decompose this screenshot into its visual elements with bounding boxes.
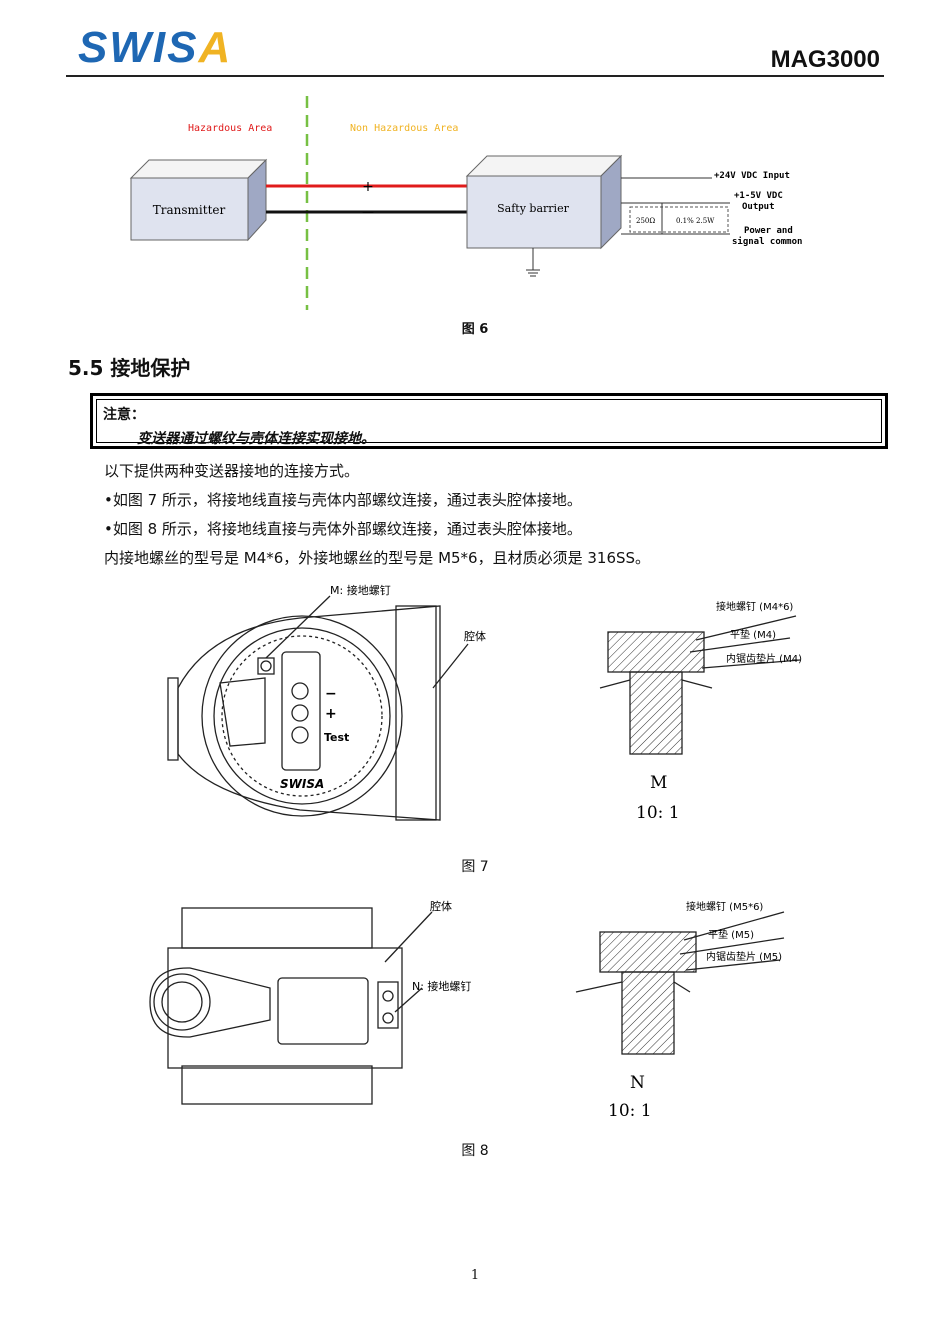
common-label-1: Power and (744, 226, 793, 236)
paragraph-screws: 内接地螺丝的型号是 M4*6，外接地螺丝的型号是 M5*6，且材质必须是 316… (104, 549, 651, 567)
bottom-flange (181, 1065, 373, 1105)
test-label: Test (324, 731, 349, 744)
figure-6-caption: 图 6 (461, 322, 489, 337)
plus-label: + (325, 706, 337, 722)
figure-7-housing-drawing: M: 接地螺钉 腔体 − + Test SWISA (167, 584, 486, 821)
model-title: MAG3000 (770, 46, 880, 73)
screw-callout: 接地螺钉 (M4*6) (716, 600, 793, 613)
scale-label: 10: 1 (608, 1101, 652, 1121)
common-label-2: signal common (732, 236, 802, 247)
ground-symbol (526, 269, 540, 277)
resistor-value: 250Ω (636, 217, 655, 225)
cover-outer-ring (201, 615, 403, 817)
n-callout: N: 接地螺钉 (412, 980, 471, 993)
input-label: +24V VDC Input (714, 171, 790, 181)
hazardous-area-label: Hazardous Area (188, 123, 272, 134)
top-flange (181, 907, 373, 949)
swisa-logo: SWISA (78, 23, 233, 72)
cavity-body (167, 947, 403, 1069)
washer-callout: 平垫 (M4) (730, 628, 776, 641)
paragraph-intro: 以下提供两种变送器接地的连接方式。 (104, 462, 360, 480)
m-callout: M: 接地螺钉 (330, 584, 391, 597)
screw-head (599, 931, 697, 973)
button-minus (291, 682, 309, 700)
non-hazardous-area-label: Non Hazardous Area (350, 123, 458, 134)
brand-label: SWISA (280, 777, 324, 791)
screw-shank (629, 671, 683, 755)
ground-screw-n (377, 981, 399, 1029)
detail-label: M (650, 773, 667, 793)
washer-callout: 平垫 (M5) (708, 928, 754, 941)
note-body: 变送器通过螺纹与壳体连接实现接地。 (137, 431, 375, 447)
detail-n-screw: 接地螺钉 (M5*6) 平垫 (M5) 内锯齿垫片 (M5) N 10: 1 (575, 900, 785, 1121)
paragraph-fig8: •如图 8 所示，将接地线直接与壳体外部螺纹连接，通过表头腔体接地。 (104, 520, 582, 538)
nameplate (277, 977, 369, 1045)
figure-8-housing-drawing: 腔体 N: 接地螺钉 (149, 899, 471, 1105)
paragraph-fig7: •如图 7 所示，将接地线直接与壳体内部螺纹连接，通过表头腔体接地。 (104, 491, 582, 509)
figure-6-wiring-diagram: Hazardous Area Non Hazardous Area Transm… (129, 96, 802, 310)
plus-sign: + (362, 179, 374, 195)
cavity-body (395, 605, 437, 821)
minus-label: − (325, 686, 337, 702)
output-label-1: +1-5V VDC (734, 191, 783, 201)
transmitter-box: Transmitter (129, 158, 268, 242)
lockwasher-callout: 内锯齿垫片 (M5) (706, 950, 782, 963)
page-number: 1 (470, 1268, 480, 1283)
display-window (219, 677, 266, 747)
cavity-callout: 腔体 (464, 629, 486, 643)
transmitter-label: Transmitter (153, 203, 226, 217)
figure-7-caption: 图 7 (461, 859, 489, 875)
housing-outline (177, 605, 441, 821)
button-plus (291, 704, 309, 722)
button-test (291, 726, 309, 744)
output-label-2: Output (742, 202, 775, 212)
resistor-spec: 0.1% 2.5W (676, 217, 715, 225)
screw-shank (621, 971, 675, 1055)
note-box: 注意： 变送器通过螺纹与壳体连接实现接地。 (90, 393, 888, 449)
lockwasher-callout: 内锯齿垫片 (M4) (726, 652, 802, 665)
detail-label: N (630, 1073, 645, 1093)
minus-sign: — (362, 205, 374, 219)
barrier-label: Safty barrier (497, 202, 569, 215)
detail-m-screw: 接地螺钉 (M4*6) 平垫 (M4) 内锯齿垫片 (M4) M 10: 1 (599, 600, 802, 823)
header-divider (66, 75, 884, 77)
figure-8-caption: 图 8 (461, 1143, 489, 1159)
resistor-box (629, 206, 729, 233)
note-title: 注意： (103, 407, 145, 423)
cavity-callout: 腔体 (430, 899, 452, 913)
screw-head (607, 631, 705, 673)
button-panel (281, 651, 321, 771)
section-heading: 5.5 接地保护 (68, 356, 191, 380)
screw-callout: 接地螺钉 (M5*6) (686, 900, 763, 913)
scale-label: 10: 1 (636, 803, 680, 823)
lever-arm (149, 967, 271, 1038)
safety-barrier-box: Safty barrier (465, 154, 623, 250)
